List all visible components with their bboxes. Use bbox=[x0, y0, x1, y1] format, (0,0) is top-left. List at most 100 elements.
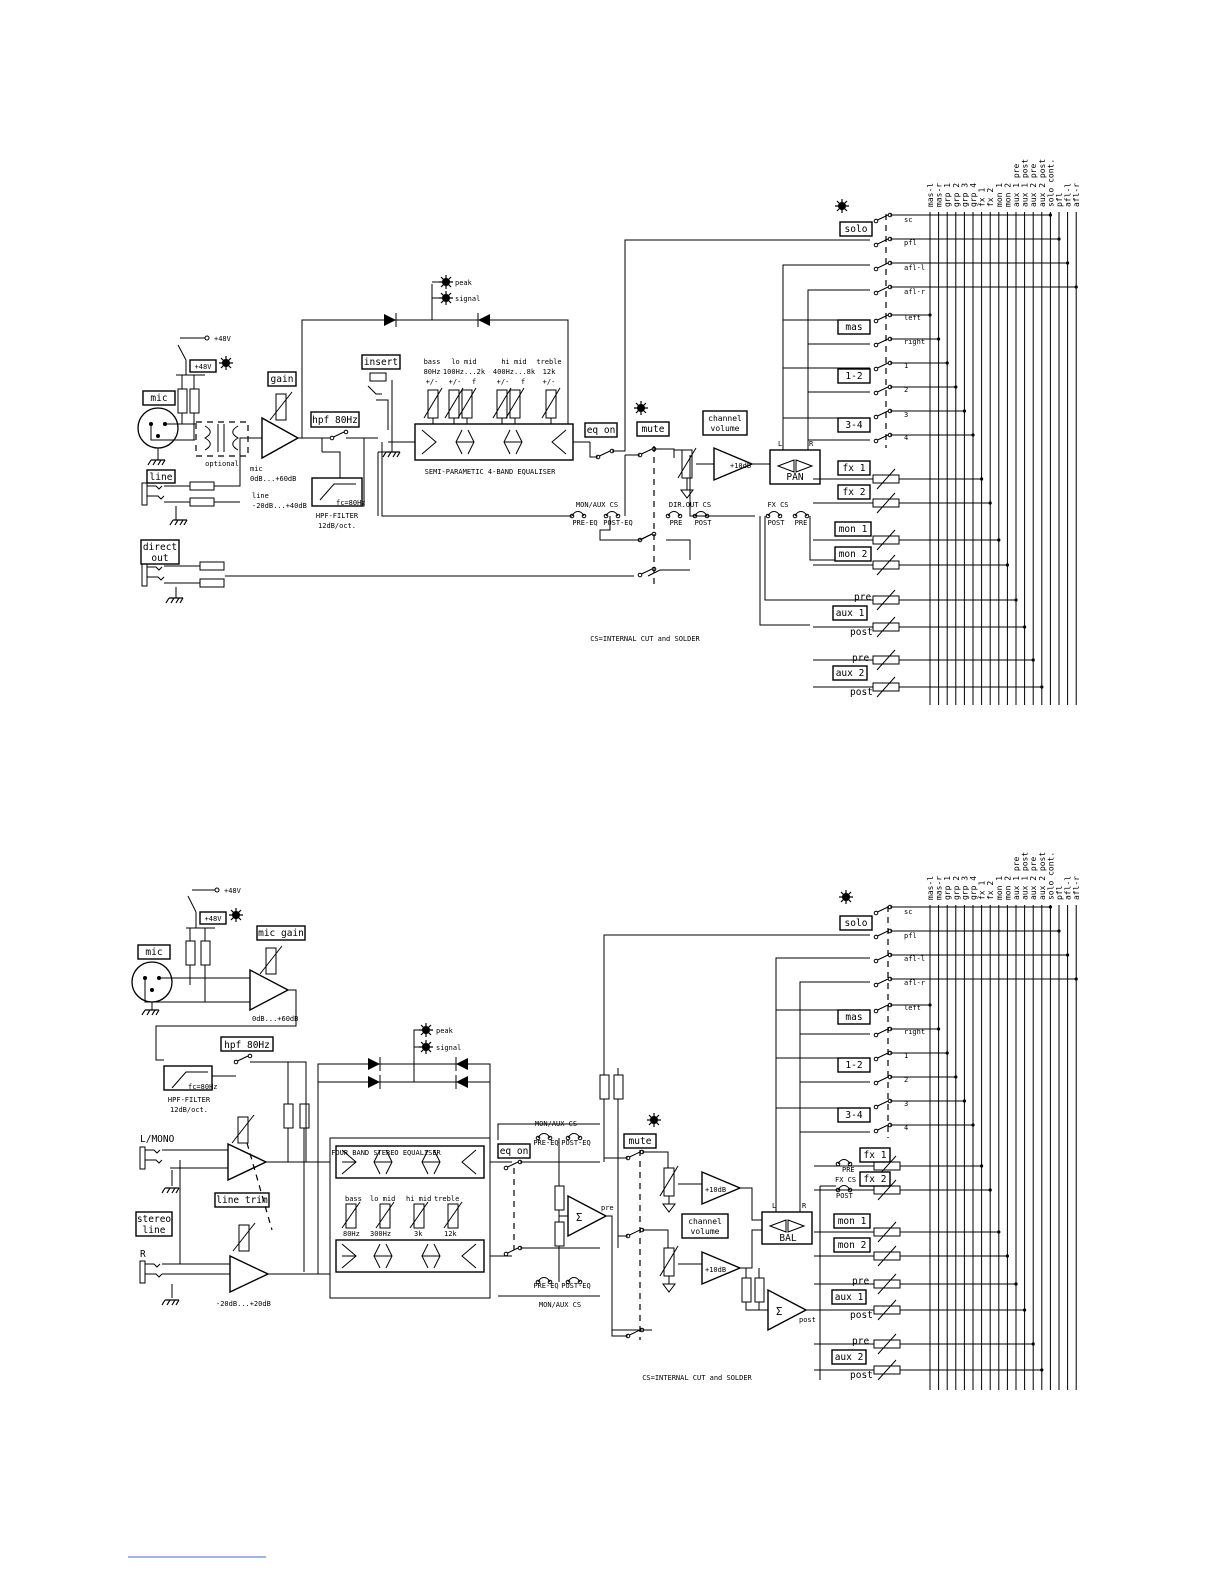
d1-routing-switch-icon[interactable] bbox=[873, 312, 893, 324]
fx2-button[interactable] bbox=[859, 1171, 891, 1187]
resistor-icon bbox=[189, 388, 200, 414]
mute-button[interactable] bbox=[636, 421, 670, 437]
peak-led-label: peak bbox=[455, 279, 473, 287]
eq-lomid-freq: 100Hz...2k bbox=[443, 368, 486, 376]
mic-range-label: mic bbox=[250, 465, 263, 473]
fx2-button[interactable] bbox=[837, 484, 871, 500]
line-range-label: line bbox=[252, 492, 269, 500]
aux2-button[interactable] bbox=[832, 665, 868, 681]
mute-button[interactable] bbox=[623, 1133, 657, 1149]
d2-routing-switch-icon[interactable] bbox=[873, 1050, 893, 1062]
n3-label: 3 bbox=[904, 1100, 908, 1108]
d2-routing-switch-icon[interactable] bbox=[873, 1026, 893, 1038]
solo-label: solo bbox=[845, 918, 868, 929]
phantom-label: +48V bbox=[224, 887, 242, 895]
phantom-box bbox=[189, 359, 217, 373]
sum-pre-sigma: Σ bbox=[576, 1212, 582, 1224]
d2-routing-switch-icon[interactable] bbox=[873, 1002, 893, 1014]
eq-pot-icon bbox=[345, 1203, 357, 1229]
post-eq-top-label: POST-EQ bbox=[561, 1139, 591, 1147]
n3-label: 3 bbox=[904, 411, 908, 419]
d1-routing-switch-icon[interactable] bbox=[873, 384, 893, 396]
aux2-button[interactable] bbox=[831, 1349, 867, 1365]
bottom-bus-label: afl-l bbox=[1064, 876, 1073, 900]
aux1-button[interactable] bbox=[832, 605, 868, 621]
eq-f3k-label: 3k bbox=[414, 1230, 423, 1238]
d1-routing-switch-icon[interactable] bbox=[873, 360, 893, 372]
hpf-switch-icon[interactable] bbox=[233, 1053, 253, 1065]
eq-on-label: eq on bbox=[587, 425, 616, 436]
n4-label: 4 bbox=[904, 434, 908, 442]
eq-on-button[interactable] bbox=[497, 1143, 531, 1159]
d2-routing-switch-icon[interactable] bbox=[873, 952, 893, 964]
d2-routing-switch-icon[interactable] bbox=[873, 976, 893, 988]
mute-switch-left-icon[interactable] bbox=[625, 1149, 645, 1161]
stereo-line-label-2: line bbox=[143, 1225, 166, 1236]
solo-button[interactable] bbox=[839, 915, 873, 931]
d2-routing-switch-icon[interactable] bbox=[873, 1122, 893, 1134]
d2-routing-switch-icon[interactable] bbox=[873, 904, 893, 916]
top-bus-label: aux 2 post bbox=[1038, 159, 1047, 207]
mute-switch-right-icon[interactable] bbox=[625, 1227, 645, 1239]
d1-routing-switch-icon[interactable] bbox=[873, 284, 893, 296]
right-label: right bbox=[904, 1028, 925, 1036]
mon1-button[interactable] bbox=[834, 521, 872, 537]
mon2-button[interactable] bbox=[833, 1237, 871, 1253]
optional-transformer bbox=[195, 421, 249, 457]
fx-post-label: POST bbox=[768, 519, 786, 527]
d1-routing-switch-icon[interactable] bbox=[873, 432, 893, 444]
top-bus-label: pfl bbox=[1055, 192, 1064, 207]
mon1-button[interactable] bbox=[833, 1213, 871, 1229]
bus-lines-top bbox=[929, 212, 1077, 705]
fx1-button[interactable] bbox=[859, 1147, 891, 1163]
hpf-button[interactable] bbox=[310, 411, 360, 428]
d2-routing-switch-icon[interactable] bbox=[873, 1098, 893, 1110]
bottom-bus-label: aux 1 pre bbox=[1012, 856, 1021, 900]
group-3-4-button[interactable] bbox=[837, 1107, 871, 1123]
mon2-button[interactable] bbox=[834, 546, 872, 562]
post-eq-bottom-label: POST-EQ bbox=[561, 1282, 591, 1290]
mas-button[interactable] bbox=[837, 1009, 871, 1025]
hpf-filter-block bbox=[163, 1065, 213, 1091]
eq-pot-icon bbox=[461, 389, 473, 419]
eq-on-switch-right-icon[interactable] bbox=[503, 1245, 523, 1257]
d1-routing-switch-icon[interactable] bbox=[873, 236, 893, 248]
group-1-2-button[interactable] bbox=[837, 368, 871, 384]
eq-on-button[interactable] bbox=[584, 422, 618, 438]
top-bus-label: grp 2 bbox=[952, 183, 961, 207]
mute-switch-icon[interactable] bbox=[637, 446, 657, 458]
hpf-filter-block bbox=[311, 477, 363, 507]
d2-routing-switch-icon[interactable] bbox=[873, 928, 893, 940]
top-bus-label: afl-l bbox=[1064, 183, 1073, 207]
d1-routing-switch-icon[interactable] bbox=[873, 336, 893, 348]
n1-label: 1 bbox=[904, 1052, 908, 1060]
volume-r-amplifier bbox=[701, 1250, 742, 1286]
group-1-2-button[interactable] bbox=[837, 1057, 871, 1073]
d1-routing-switch-icon[interactable] bbox=[873, 260, 893, 272]
bal-r-label: R bbox=[802, 1202, 807, 1210]
fx1-button[interactable] bbox=[837, 460, 871, 476]
group-1-2-label: 1-2 bbox=[845, 371, 862, 382]
mas-button[interactable] bbox=[837, 319, 871, 335]
mon2-label: mon 2 bbox=[839, 549, 868, 560]
line-label: line bbox=[150, 472, 173, 483]
d2-routing-switch-icon[interactable] bbox=[873, 1074, 893, 1086]
bottom-bus-label: pfl bbox=[1055, 885, 1064, 900]
hpf-fc-label: fc=80Hz bbox=[188, 1083, 218, 1091]
left-label: left bbox=[904, 1004, 921, 1012]
hpf-filter-slope: 12dB/oct. bbox=[318, 522, 356, 530]
bal-label: BAL bbox=[779, 1233, 796, 1244]
hpf-switch-icon[interactable] bbox=[329, 429, 349, 441]
hpf-button[interactable] bbox=[220, 1036, 274, 1052]
solo-button[interactable] bbox=[839, 221, 873, 237]
d1-routing-switch-icon[interactable] bbox=[873, 212, 893, 224]
channel-volume-label: channel bbox=[708, 414, 742, 423]
volume-gain-label: +10dB bbox=[730, 462, 751, 470]
aux1-button[interactable] bbox=[831, 1289, 867, 1305]
direct-out-label-box bbox=[140, 539, 180, 565]
bottom-bus-label: grp 2 bbox=[952, 876, 961, 900]
eq-on-switch-icon[interactable] bbox=[595, 448, 615, 460]
group-3-4-button[interactable] bbox=[837, 417, 871, 433]
d1-routing-switch-icon[interactable] bbox=[873, 408, 893, 420]
eq-pot-icon bbox=[448, 389, 460, 419]
